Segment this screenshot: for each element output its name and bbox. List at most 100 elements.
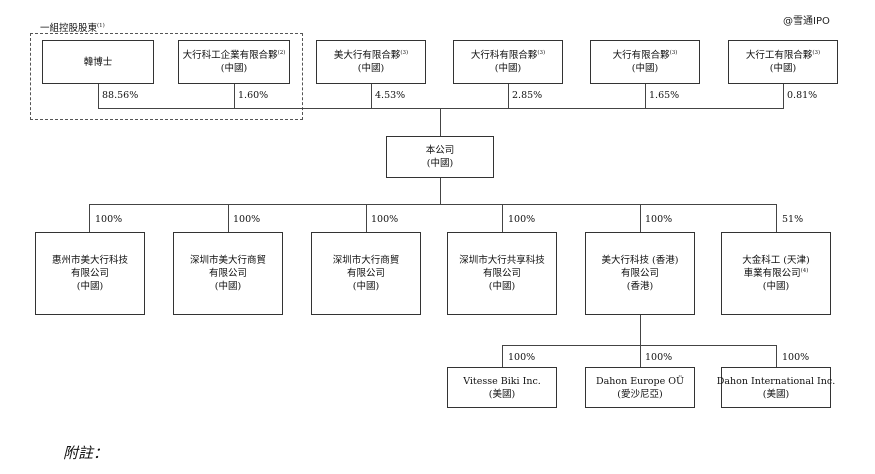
shareholder-region: (中國) (631, 63, 659, 74)
shareholder-name: 韓博士 (83, 56, 113, 68)
subsidiary-name-line1: 大金科工 (天津) (742, 255, 810, 266)
subsidiary-pct: 100% (508, 214, 536, 225)
shareholding-pct: 1.65% (649, 90, 680, 101)
shareholder-note: (2) (277, 49, 286, 56)
connector-line (228, 204, 229, 232)
shareholder-box-5: 大行有限合夥(3) (中國) (590, 40, 700, 84)
connector-line (776, 204, 777, 232)
subsidiary-name-line2: 車業有限公司(4) (744, 267, 809, 280)
shareholder-box-3: 美大行有限合夥(3) (中國) (316, 40, 426, 84)
shareholding-pct: 2.85% (512, 90, 543, 101)
subsidiary-name-line1: 美大行科技 (香港) (601, 255, 679, 266)
subsidiary-box-2: 深圳市美大行商貿 有限公司 (中國) (173, 232, 283, 315)
group-label-note: (1) (97, 22, 105, 29)
subsidiary-pct: 100% (645, 214, 673, 225)
shareholder-region: (中國) (494, 63, 522, 74)
watermark-text: @雪通IPO (783, 16, 830, 27)
subsidiary-region: (中國) (488, 281, 516, 292)
connector-line (508, 84, 509, 109)
subsidiary-region: (中國) (214, 281, 242, 292)
subsidiary-box-1: 惠州市美大行科技 有限公司 (中國) (35, 232, 145, 315)
shareholder-region: (中國) (357, 63, 385, 74)
shareholder-name: 美大行有限合夥(3) (334, 49, 408, 62)
shareholder-name-text: 大行有限合夥 (612, 50, 670, 61)
controlling-group-outline (30, 33, 303, 120)
shareholder-box-4: 大行科有限合夥(3) (中國) (453, 40, 563, 84)
subsidiary-pct: 100% (233, 214, 261, 225)
subsidiary-pct: 51% (782, 214, 804, 225)
connector-line (371, 84, 372, 109)
shareholder-box-6: 大行工有限合夥(3) (中國) (728, 40, 838, 84)
shareholder-name: 大行有限合夥(3) (613, 49, 678, 62)
shareholder-name: 大行科有限合夥(3) (471, 49, 545, 62)
connector-line (234, 84, 235, 109)
subsidiary-pct: 100% (95, 214, 123, 225)
connector-line (640, 345, 641, 367)
subsidiary-name-line1: 深圳市美大行商貿 (189, 255, 266, 266)
group-label: 一組控股股東(1) (40, 20, 105, 34)
subsidiary-name-line1: 深圳市大行共享科技 (459, 255, 545, 266)
connector-line (366, 204, 367, 232)
connector-line (640, 315, 641, 345)
subsidiary-name-line2-text: 車業有限公司 (743, 268, 801, 279)
subsidiary-name-line2: 有限公司 (208, 268, 247, 279)
hk-subsidiary-pct: 100% (645, 352, 673, 363)
subsidiary-name-line2: 有限公司 (482, 268, 521, 279)
subsidiary-name-line2: 有限公司 (346, 268, 385, 279)
connector-line (645, 84, 646, 109)
connector-line (440, 178, 441, 204)
subsidiary-name-line1: 深圳市大行商貿 (332, 255, 400, 266)
connector-line (640, 204, 641, 232)
connector-line (440, 108, 441, 136)
shareholding-pct: 0.81% (787, 90, 818, 101)
shareholder-note: (3) (400, 49, 409, 56)
shareholder-note: (3) (669, 49, 678, 56)
hk-subsidiary-region: (美國) (488, 388, 516, 400)
shareholder-name: 大行工有限合夥(3) (746, 49, 820, 62)
hk-subsidiary-box-1: Vitesse Biki Inc. (美國) (447, 367, 557, 408)
hk-subsidiary-pct: 100% (508, 352, 536, 363)
subsidiary-region: (中國) (76, 281, 104, 292)
hk-subsidiary-pct: 100% (782, 352, 810, 363)
connector-line (776, 345, 777, 367)
company-name: 本公司 (425, 145, 455, 156)
subsidiary-name-line2: 有限公司 (620, 268, 659, 279)
shareholder-name-text: 大行工有限合夥 (745, 50, 813, 61)
connector-line (98, 84, 99, 109)
shareholder-name-text: 美大行有限合夥 (333, 50, 401, 61)
hk-subsidiary-name: Dahon Europe OÜ (595, 375, 685, 387)
subsidiary-region: (香港) (626, 281, 654, 292)
hk-subsidiary-region: (美國) (762, 388, 790, 400)
shareholder-note: (3) (812, 49, 821, 56)
connector-line (502, 204, 503, 232)
connector-line (89, 204, 90, 232)
top-bus-line (98, 108, 784, 109)
shareholder-region: (中國) (769, 63, 797, 74)
connector-line (502, 345, 503, 367)
subsidiary-box-6: 大金科工 (天津) 車業有限公司(4) (中國) (721, 232, 831, 315)
hk-subsidiary-name: Vitesse Biki Inc. (463, 375, 541, 387)
shareholder-box-2: 大行科工企業有限合夥(2) (中國) (178, 40, 290, 84)
shareholder-name: 大行科工企業有限合夥(2) (183, 49, 286, 62)
shareholding-pct: 1.60% (238, 90, 269, 101)
hk-subsidiary-name: Dahon International Inc. (716, 375, 836, 387)
company-box: 本公司 (中國) (386, 136, 494, 178)
subsidiary-box-5: 美大行科技 (香港) 有限公司 (香港) (585, 232, 695, 315)
subsidiary-region: (中國) (352, 281, 380, 292)
subsidiary-region: (中國) (762, 281, 790, 292)
hk-subsidiary-box-3: Dahon International Inc. (美國) (717, 367, 835, 408)
subsidiary-bus-line (89, 204, 776, 205)
subsidiary-box-4: 深圳市大行共享科技 有限公司 (中國) (447, 232, 557, 315)
shareholder-box-1: 韓博士 (42, 40, 154, 84)
hk-subsidiary-box-2: Dahon Europe OÜ (愛沙尼亞) (585, 367, 695, 408)
hk-subsidiary-region: (愛沙尼亞) (617, 388, 663, 400)
hk-bus-line (502, 345, 777, 346)
shareholder-note: (3) (537, 49, 546, 56)
notes-heading: 附註： (63, 444, 109, 462)
shareholder-name-text: 大行科有限合夥 (470, 50, 538, 61)
subsidiary-note: (4) (800, 267, 809, 274)
subsidiary-pct: 100% (371, 214, 399, 225)
subsidiary-box-3: 深圳市大行商貿 有限公司 (中國) (311, 232, 421, 315)
shareholder-name-text: 大行科工企業有限合夥 (182, 50, 278, 61)
subsidiary-name-line1: 惠州市美大行科技 (51, 255, 128, 266)
